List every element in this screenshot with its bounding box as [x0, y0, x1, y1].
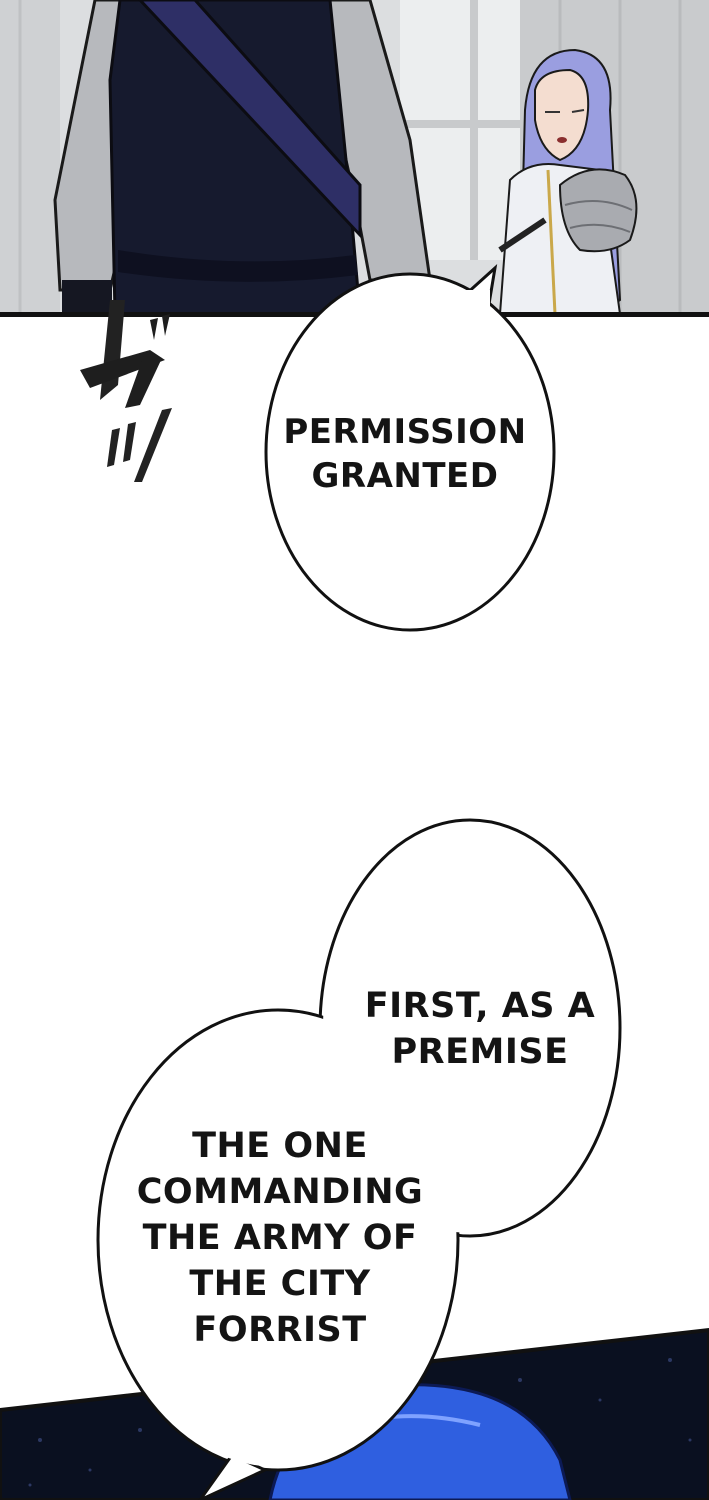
bubble-2-line-1: FIRST, AS A	[364, 986, 596, 1026]
bubble-1-line-2: GRANTED	[311, 456, 499, 496]
bubble-2-line-2: PREMISE	[391, 1032, 569, 1072]
sfx-stroke	[100, 300, 125, 400]
bubble-2-line-6: THE CITY	[189, 1264, 371, 1304]
sfx-glyphs	[80, 300, 172, 482]
blue-hair	[268, 1383, 572, 1500]
bubble-2-text-part-1: FIRST, AS A PREMISE	[355, 983, 605, 1075]
bubble-2-line-5: THE ARMY OF	[142, 1218, 418, 1258]
bubble-1-text: PERMISSION GRANTED	[270, 410, 540, 498]
bubble-2-line-4: COMMANDING	[136, 1172, 424, 1212]
bubble-2-text-part-2: THE ONE COMMANDING THE ARMY OF THE CITY …	[130, 1123, 430, 1353]
top-panel-art	[0, 0, 709, 314]
bubble-2-line-7: FORRIST	[193, 1310, 367, 1350]
man-figure	[53, 0, 432, 314]
top-panel	[0, 0, 709, 314]
bubble-2-line-3: THE ONE	[192, 1126, 368, 1166]
bubble-1-line-1: PERMISSION	[283, 412, 527, 452]
